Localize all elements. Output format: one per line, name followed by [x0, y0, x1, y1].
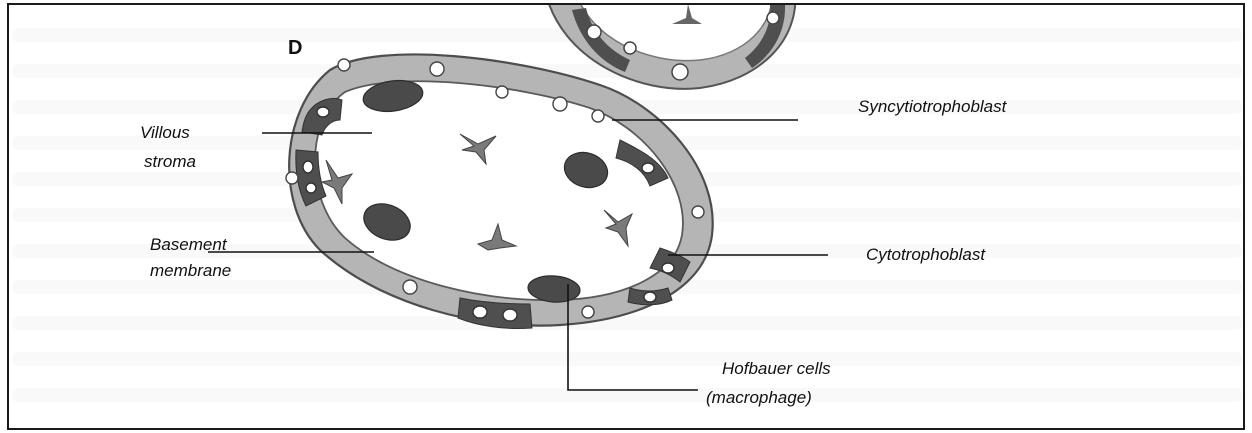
label-basement-membrane-line2: membrane: [150, 261, 231, 280]
cytotrophoblast-nucleus: [503, 309, 517, 321]
syncytial-nucleus: [338, 59, 350, 71]
upper-villus-nucleus: [672, 64, 688, 80]
syncytial-nucleus: [553, 97, 567, 111]
label-villous-stroma-line1: Villous: [140, 123, 190, 142]
upper-villus-nucleus: [624, 42, 636, 54]
syncytial-nucleus: [592, 110, 604, 122]
label-cytotrophoblast: Cytotrophoblast: [866, 245, 986, 264]
syncytial-nucleus: [286, 172, 298, 184]
cytotrophoblast-nucleus: [473, 306, 487, 318]
syncytial-nucleus: [403, 280, 417, 294]
label-basement-membrane-line1: Basement: [150, 235, 228, 254]
syncytial-nucleus: [692, 206, 704, 218]
syncytial-nucleus: [496, 86, 508, 98]
panel-letter: D: [288, 37, 302, 59]
syncytial-nucleus: [582, 306, 594, 318]
cytotrophoblast-nucleus: [306, 183, 316, 193]
label-hofbauer-line1: Hofbauer cells: [722, 359, 831, 378]
cytotrophoblast-nucleus: [303, 161, 313, 173]
cytotrophoblast-nucleus: [317, 107, 329, 117]
cytotrophoblast-nucleus: [644, 292, 656, 302]
upper-villus-nucleus: [587, 25, 601, 39]
upper-villus-nucleus: [767, 12, 779, 24]
label-villous-stroma-line2: stroma: [144, 152, 196, 171]
syncytial-nucleus: [430, 62, 444, 76]
cytotrophoblast-nucleus: [662, 263, 674, 273]
label-syncytiotrophoblast: Syncytiotrophoblast: [858, 97, 1008, 116]
cytotrophoblast-nucleus: [642, 163, 654, 173]
label-hofbauer-line2: (macrophage): [706, 388, 812, 407]
